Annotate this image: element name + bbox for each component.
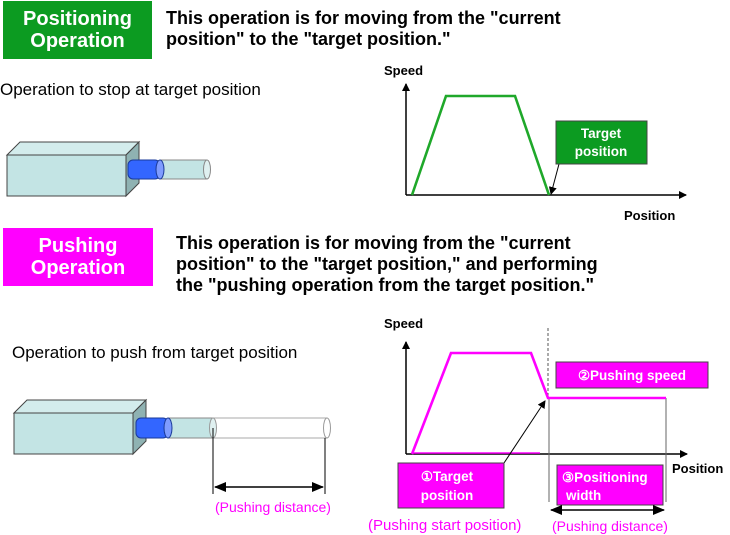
pushing-badge-line1: Pushing (38, 234, 118, 257)
speed-profile-line (410, 351, 666, 455)
extended-rod-end (203, 159, 211, 180)
actuator-rod-end (163, 417, 173, 439)
actuator-body-front-face (13, 412, 134, 455)
actuator-body-top-face (12, 399, 148, 414)
x-axis-label: Position (624, 208, 675, 223)
pushing-description-line2: position" to the "target position," and … (176, 254, 598, 274)
target-callout-line2: position (421, 488, 474, 503)
speed-profile-line (410, 94, 551, 196)
pushing-operation-badge: Pushing Operation (3, 228, 153, 286)
target-callout-pointer (503, 400, 546, 464)
positioning-width-line2: width (565, 488, 601, 503)
pushing-description: This operation is for moving from the "c… (176, 233, 598, 296)
extended-rod (167, 417, 214, 439)
actuator-rod (135, 417, 169, 439)
y-axis-label: Speed (384, 63, 423, 78)
actuator-rod (127, 159, 161, 180)
pushing-distance-label: (Pushing distance) (215, 499, 331, 515)
pushing-start-position-label: (Pushing start position) (368, 517, 521, 534)
positioning-description-line1: This operation is for moving from the "c… (166, 8, 561, 28)
pushing-speed-label: ②Pushing speed (578, 368, 686, 383)
target-callout-line1: Target (581, 126, 622, 141)
pushing-distance-chart-label: (Pushing distance) (552, 518, 668, 534)
target-position-callout (397, 462, 505, 509)
pushing-description-line1: This operation is for moving from the "c… (176, 233, 571, 253)
ghost-rod-end (323, 417, 331, 439)
pushing-subtitle: Operation to push from target position (12, 343, 298, 362)
actuator-body-front-face (6, 154, 127, 197)
target-callout-line2: position (575, 144, 628, 159)
actuator-push: (Pushing distance) (12, 398, 331, 515)
y-axis-label: Speed (384, 316, 423, 331)
actuator-body-top-face (5, 141, 141, 156)
positioning-subtitle: Operation to stop at target position (0, 80, 261, 99)
positioning-width-callout (556, 464, 664, 506)
pushing-description-line3: the "pushing operation from the target p… (176, 275, 595, 295)
positioning-badge-line1: Positioning (23, 7, 132, 30)
positioning-width-line1: ③Positioning (562, 470, 648, 485)
target-position-callout (555, 120, 648, 165)
pushing-badge-line2: Operation (30, 257, 126, 279)
positioning-description: This operation is for moving from the "c… (166, 8, 561, 50)
positioning-badge-line2: Operation (30, 30, 125, 52)
actuator-stop (5, 140, 211, 198)
ghost-rod (212, 417, 328, 439)
target-callout-pointer (548, 163, 560, 195)
extended-rod (159, 159, 208, 180)
actuator-rod-end (155, 159, 165, 180)
positioning-description-line2: position" to the "target position." (166, 29, 451, 49)
positioning-operation-badge: Positioning Operation (3, 1, 152, 59)
target-callout-line1: ①Target (421, 469, 474, 484)
pushing-speed-callout (555, 361, 709, 389)
positioning-speed-chart: Speed Position Target position (384, 63, 687, 223)
pushing-speed-chart: Speed Position ②Pushing speed ①Target po… (368, 316, 723, 534)
x-axis-label: Position (672, 461, 723, 476)
